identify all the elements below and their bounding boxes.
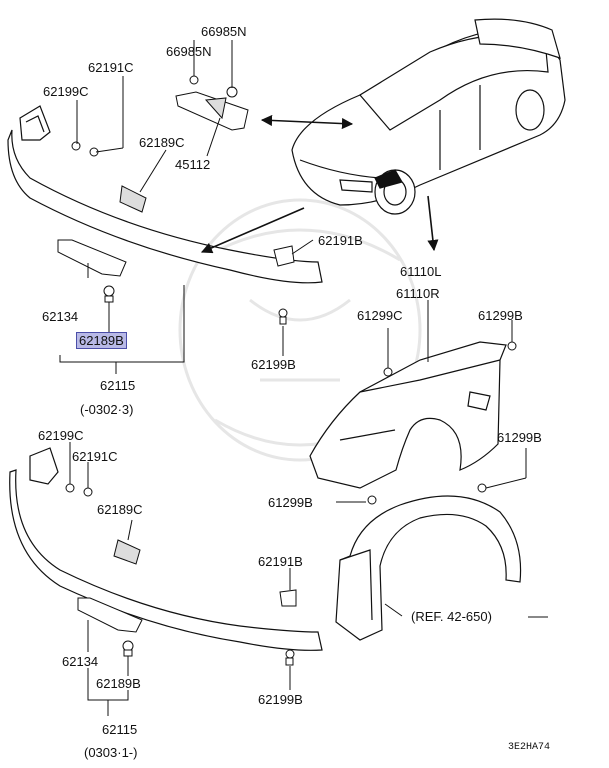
part-label[interactable]: 61299C: [357, 308, 403, 323]
part-label[interactable]: 62115: [100, 378, 136, 393]
part-label[interactable]: 62199B: [251, 357, 296, 372]
front-fender: [309, 341, 507, 489]
part-label[interactable]: 62199B: [258, 692, 303, 707]
part-label[interactable]: 62191B: [318, 233, 363, 248]
part-label[interactable]: 62191C: [72, 449, 118, 464]
lower-small-parts: [65, 341, 517, 666]
part-label[interactable]: 62191B: [258, 554, 303, 569]
diagram-code: 3E2HA74: [508, 742, 551, 753]
part-label[interactable]: 62199C: [38, 428, 84, 443]
part-label[interactable]: 61299B: [497, 430, 542, 445]
part-label[interactable]: 62189C: [139, 135, 185, 150]
front-spoiler-lower: [9, 447, 323, 651]
date-range-label: (0303·1-): [84, 745, 138, 760]
reference-label[interactable]: (REF. 42-650): [411, 609, 492, 624]
upper-small-parts: [57, 75, 295, 325]
part-label[interactable]: 62134: [42, 309, 79, 324]
part-label[interactable]: 61299B: [478, 308, 523, 323]
part-label[interactable]: 62189C: [97, 502, 143, 517]
part-label[interactable]: 61299B: [268, 495, 313, 510]
front-spoiler-upper: [7, 105, 323, 284]
part-label[interactable]: 66985N: [201, 24, 247, 39]
part-label[interactable]: 62191C: [88, 60, 134, 75]
car-illustration: [291, 18, 566, 215]
highlighted-part-label[interactable]: 62189B: [76, 332, 127, 349]
leader-lines: [59, 40, 548, 716]
direction-arrows: [200, 114, 439, 254]
part-label[interactable]: 45112: [175, 157, 211, 172]
part-label[interactable]: 62189B: [96, 676, 141, 691]
part-label[interactable]: 62199C: [43, 84, 89, 99]
part-label[interactable]: 61110R: [396, 286, 440, 301]
watermark-emblem: [178, 198, 422, 462]
part-label[interactable]: 61110L: [400, 264, 442, 279]
part-label[interactable]: 62115: [102, 722, 138, 737]
part-label[interactable]: 66985N: [166, 44, 212, 59]
date-range-label: (-0302·3): [80, 402, 134, 417]
part-label[interactable]: 62134: [62, 654, 99, 669]
fender-splash-shield: [335, 495, 522, 641]
